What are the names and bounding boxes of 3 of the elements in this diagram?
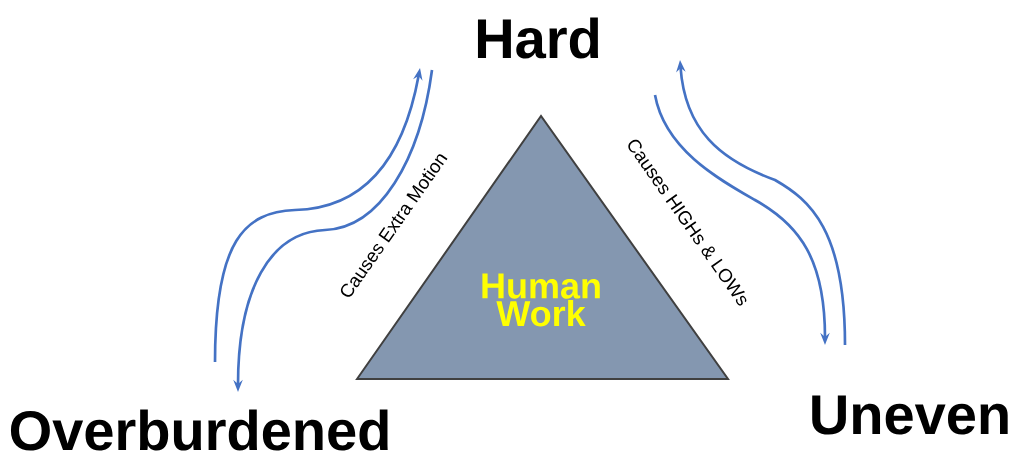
corner-label: Overburdened (10, 409, 388, 451)
corner-label: Uneven (812, 395, 1008, 435)
corner-label: Hard (477, 17, 599, 59)
